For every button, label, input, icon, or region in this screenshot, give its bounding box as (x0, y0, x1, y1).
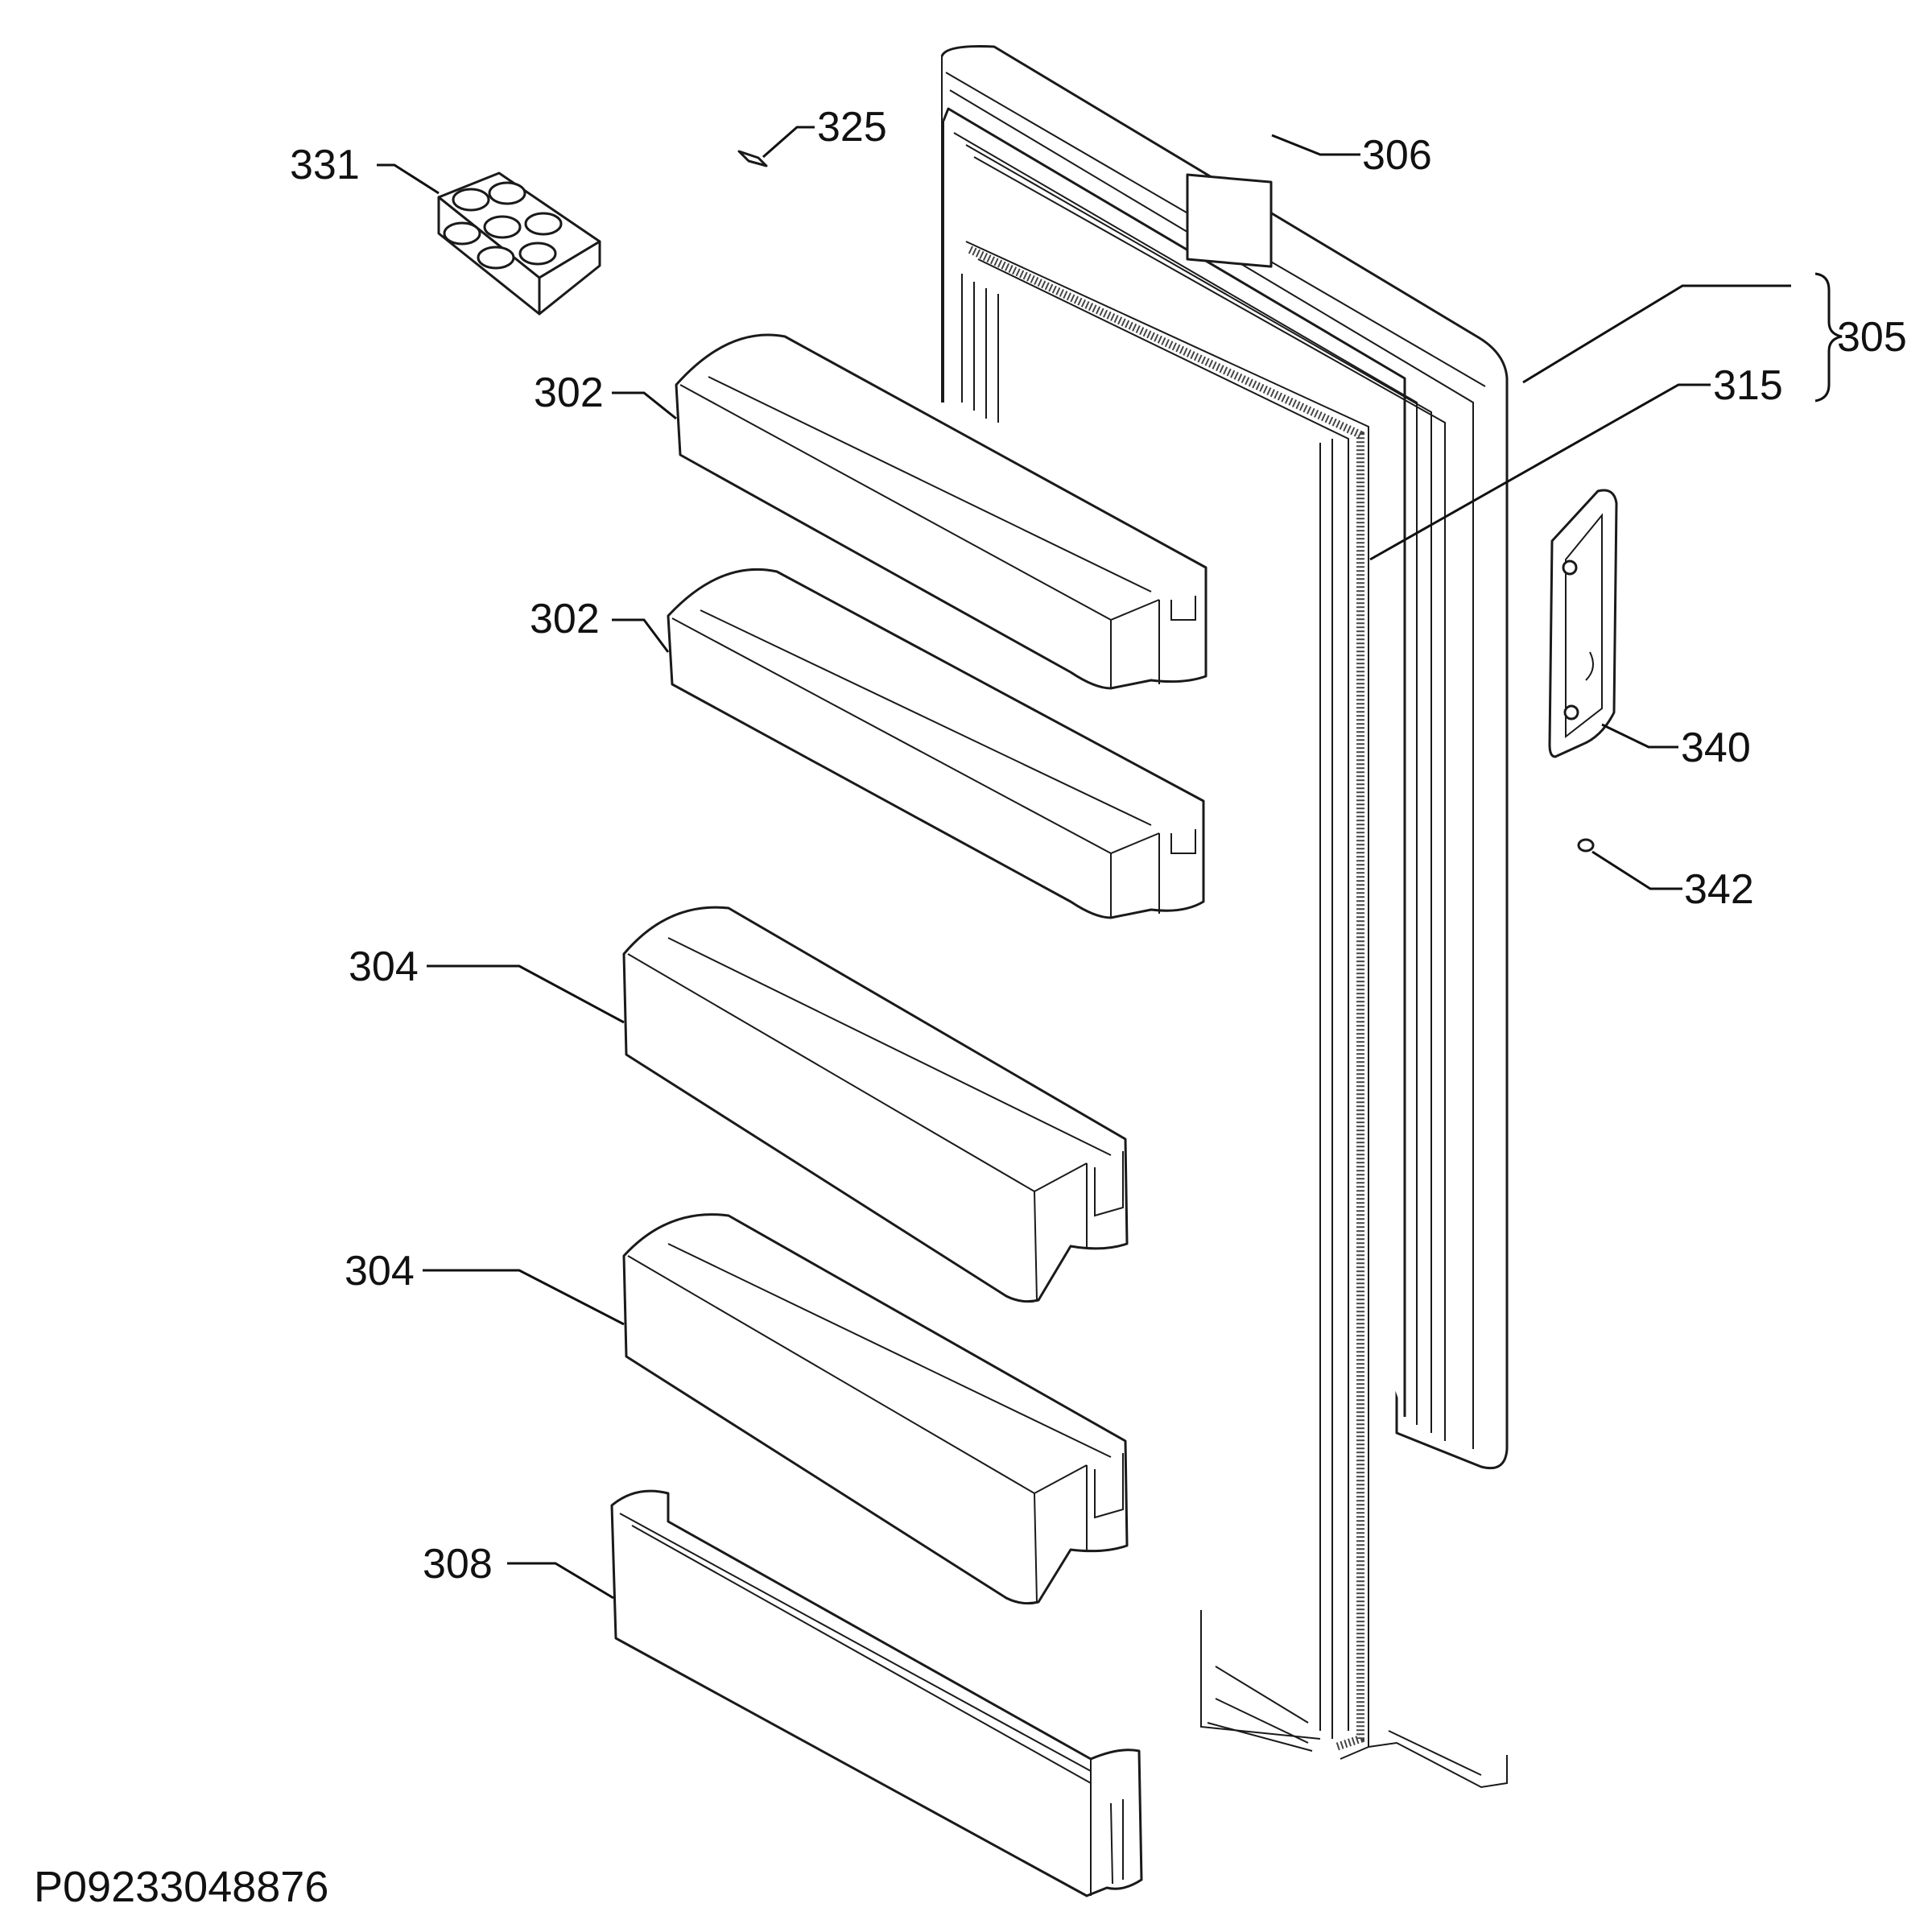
callout-304b: 304 (345, 1248, 415, 1294)
leader-302a (612, 391, 677, 420)
leader-325 (762, 126, 815, 159)
leader-302b (612, 618, 670, 653)
leader-305 (1522, 284, 1791, 384)
callout-331: 331 (290, 142, 360, 188)
leader-342 (1591, 850, 1682, 890)
drawing-code: P09233048876 (34, 1863, 328, 1911)
leader-331 (377, 163, 440, 195)
callout-342: 342 (1684, 866, 1754, 913)
callout-304a: 304 (349, 943, 419, 990)
callout-302b: 302 (530, 596, 600, 642)
door-handle-icon[interactable] (1548, 489, 1618, 758)
callout-305: 305 (1837, 314, 1907, 361)
leader-340 (1601, 723, 1678, 749)
callout-315: 315 (1713, 362, 1783, 409)
brace-305 (1814, 272, 1843, 403)
callout-340: 340 (1681, 725, 1751, 771)
door-shelf-icon[interactable] (622, 1213, 1129, 1605)
door-shelf-icon[interactable] (675, 333, 1208, 690)
leader-315 (1369, 383, 1711, 561)
leader-304a (427, 964, 625, 1024)
callout-302a: 302 (534, 370, 604, 416)
leader-304b (423, 1269, 625, 1326)
door-shelf-icon[interactable] (622, 906, 1129, 1303)
callout-325: 325 (817, 104, 887, 151)
leader-308 (507, 1562, 614, 1600)
callout-308: 308 (423, 1541, 493, 1588)
door-shelf-icon[interactable] (610, 1489, 1143, 1897)
egg-tray-icon[interactable] (437, 171, 601, 316)
door-shelf-icon[interactable] (667, 568, 1205, 919)
screw-icon[interactable] (737, 150, 768, 167)
screw-icon[interactable] (1577, 838, 1595, 853)
fridge-door-icon[interactable] (940, 45, 1509, 1789)
leader-306 (1271, 134, 1360, 156)
callout-306: 306 (1362, 132, 1432, 179)
